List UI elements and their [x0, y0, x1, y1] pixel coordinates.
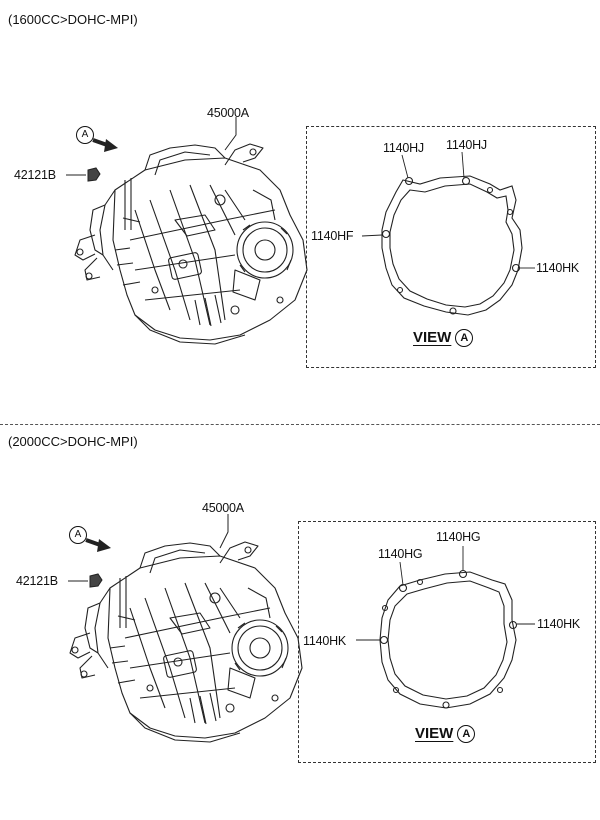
callout-1140hf: 1140HF	[311, 229, 354, 243]
callout-1140hj-right: 1140HJ	[446, 138, 487, 152]
part-label-42121b-2: 42121B	[16, 574, 58, 588]
view-marker-a: A	[76, 126, 94, 144]
callout-1140hk-left: 1140HK	[303, 634, 347, 648]
callout-1140hk: 1140HK	[536, 261, 580, 275]
callout-1140hg-right: 1140HG	[436, 530, 481, 544]
section-divider	[0, 424, 600, 425]
callout-1140hj-left: 1140HJ	[383, 141, 424, 155]
transaxle-assembly-2	[69, 541, 303, 743]
part-label-45000a: 45000A	[207, 106, 249, 120]
callout-1140hg-left: 1140HG	[378, 547, 423, 561]
callout-1140hk-right: 1140HK	[537, 617, 581, 631]
section-1-title: (1600CC>DOHC-MPI)	[8, 12, 138, 27]
part-label-42121b: 42121B	[14, 168, 56, 182]
view-marker-a-2: A	[69, 526, 87, 544]
section-2-title: (2000CC>DOHC-MPI)	[8, 434, 138, 449]
part-label-45000a-2: 45000A	[202, 501, 244, 515]
view-a-box	[306, 126, 596, 368]
transaxle-assembly-1	[74, 143, 308, 345]
